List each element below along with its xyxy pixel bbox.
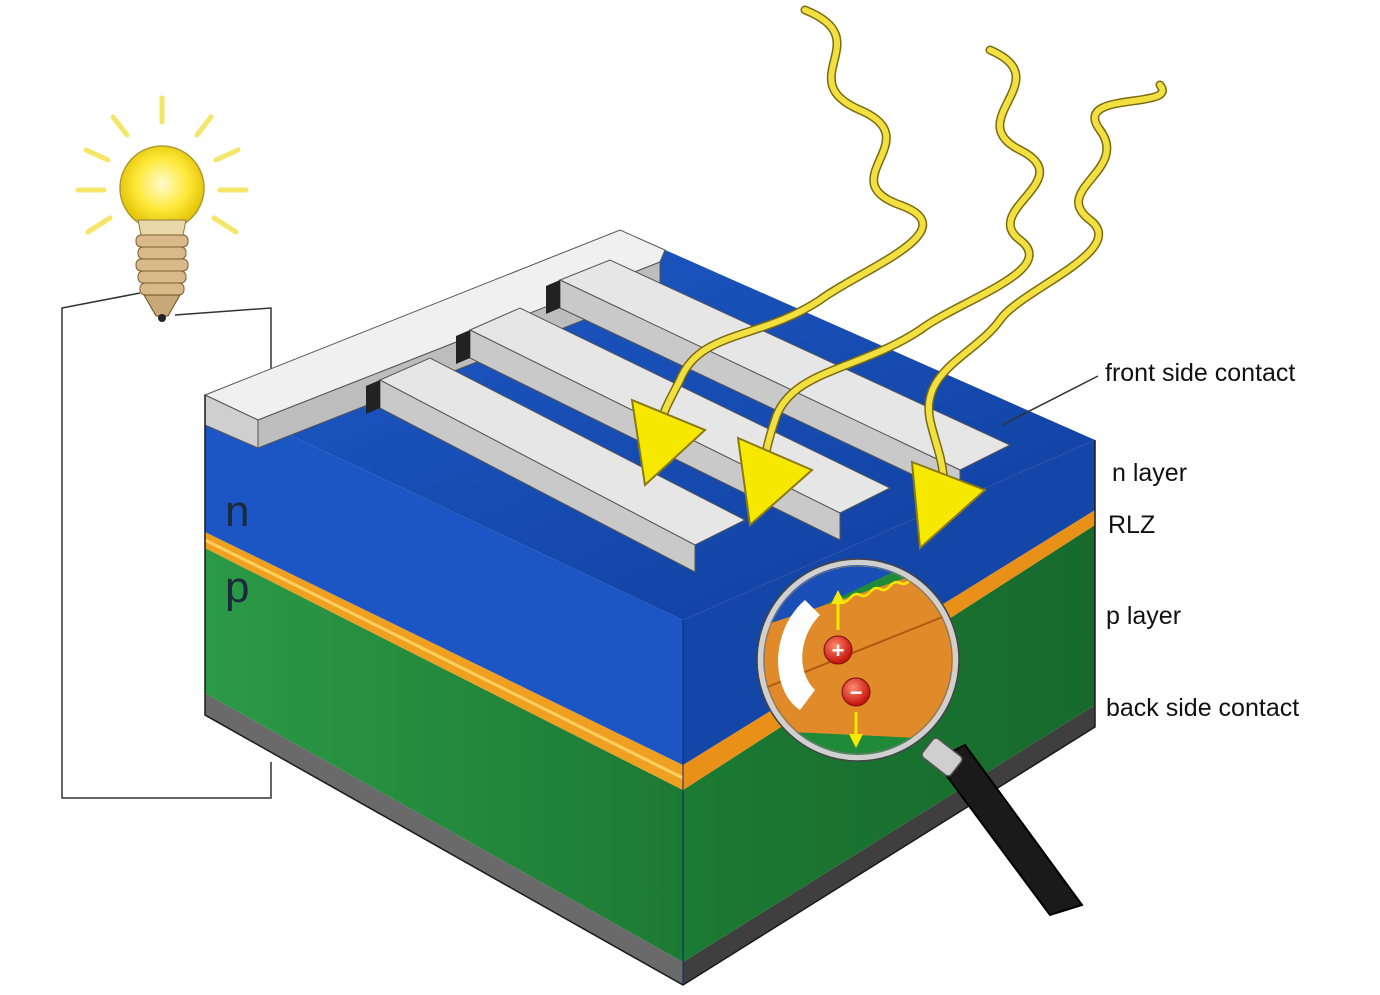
magnifying-glass-icon: + − [756,558,1084,917]
rlz-front [205,532,683,790]
light-arrows [630,398,987,551]
n-layer-label: n layer [1112,459,1188,487]
positive-charge-symbol: + [832,638,845,663]
n-side-letter: n [225,487,250,536]
n-layer-front [205,395,683,765]
light-waves [655,5,1167,525]
p-layer-label: p layer [1106,602,1182,630]
arrow-icon [910,460,987,551]
arrow-icon [736,436,814,527]
bulb-rays [75,95,249,235]
negative-charge-symbol: − [850,680,863,705]
p-layer-front [205,548,683,962]
light-bulb-icon [75,95,249,322]
back-contact-right [683,705,1095,985]
arrow-icon [630,398,707,488]
back-side-contact-label: back side contact [1106,694,1300,722]
p-side-letter: p [225,563,250,612]
positive-charge: + [823,635,853,665]
negative-charge: − [841,677,871,707]
front-side-contact-label: front side contact [1105,359,1296,387]
solar-cell-block [203,229,1096,986]
circuit-wire [61,292,272,799]
circuit-wire-top [174,307,272,395]
front-contact-leader [1001,375,1099,426]
back-contact-front [205,693,683,985]
rlz-label: RLZ [1108,511,1156,539]
rlz-front-line [204,538,684,780]
